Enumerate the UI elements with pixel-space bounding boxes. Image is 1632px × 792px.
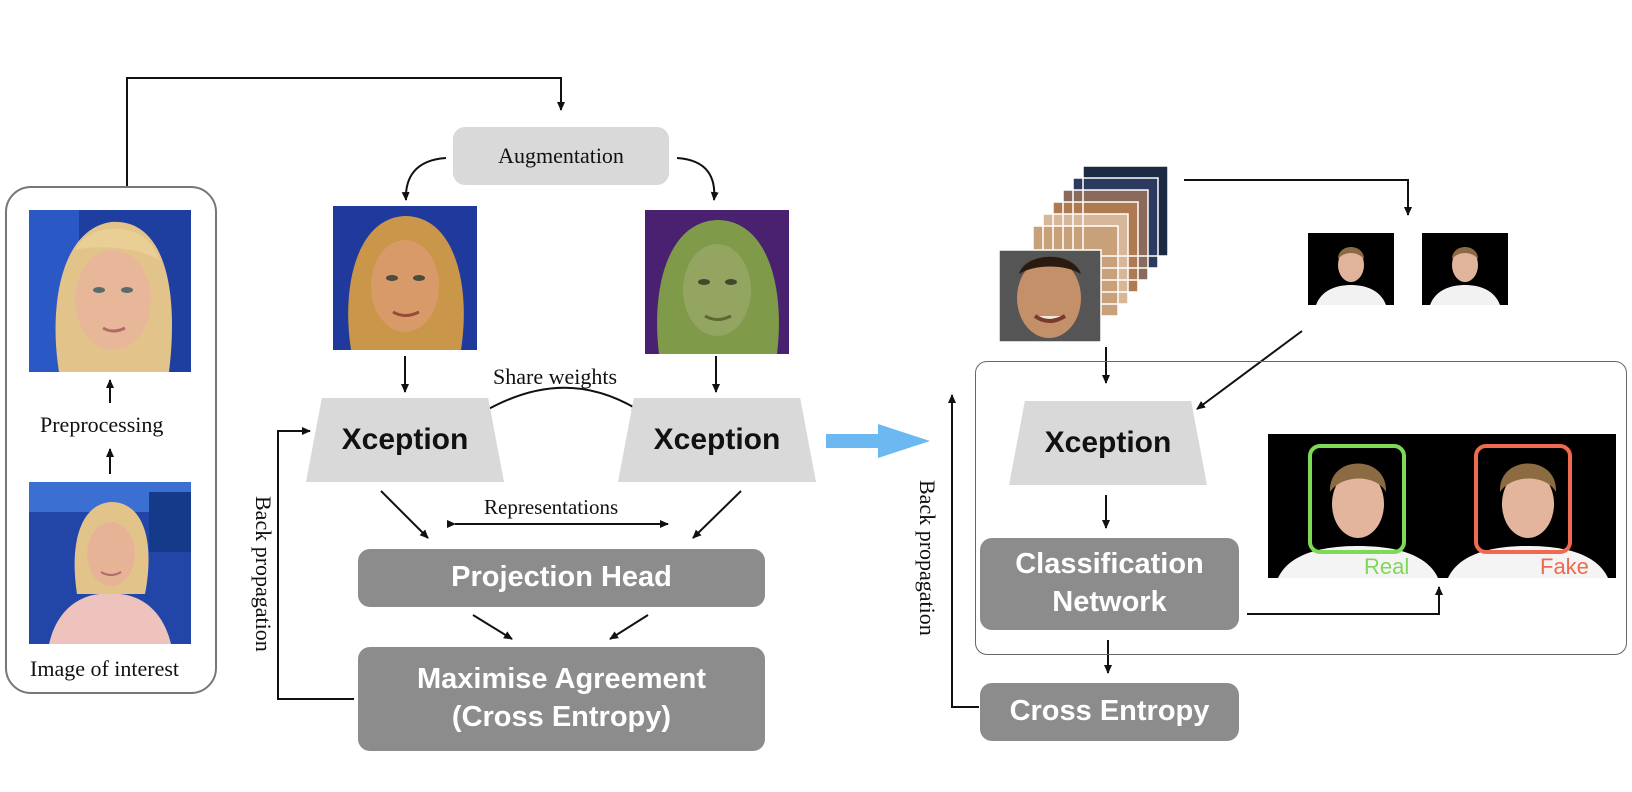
projection-head-box: Projection Head — [358, 549, 765, 607]
xception-encoder-finetune: Xception — [1009, 401, 1207, 485]
preprocessed-face-image — [29, 210, 191, 372]
classification-network-box: Classification Network — [980, 538, 1239, 630]
augmented-view-2-image — [645, 210, 789, 354]
cross-entropy-label: Cross Entropy — [1009, 695, 1210, 728]
image-of-interest-panel — [5, 186, 217, 694]
xception-encoder-left: Xception — [306, 398, 504, 482]
maximise-agreement-line1: Maximise Agreement — [416, 663, 707, 696]
back-propagation-left-label: Back propagation — [251, 496, 276, 652]
fine-tuning-panel — [975, 361, 1627, 655]
real-fake-pair-thumbnails — [1308, 233, 1508, 305]
representations-label: Representations — [484, 495, 619, 519]
original-frame-image — [29, 482, 191, 644]
xception-encoder-right-label: Xception — [653, 423, 781, 456]
augmented-view-1-image — [333, 206, 477, 350]
prediction-result-image: Real Fake — [1268, 434, 1616, 578]
xception-encoder-right: Xception — [618, 398, 816, 482]
back-propagation-right-label: Back propagation — [915, 480, 940, 636]
image-of-interest-caption: Image of interest — [30, 656, 180, 681]
augmentation-box: Augmentation — [453, 127, 669, 185]
real-label: Real — [1364, 554, 1410, 578]
maximise-agreement-box: Maximise Agreement (Cross Entropy) — [358, 647, 765, 751]
fake-label: Fake — [1540, 554, 1589, 578]
classification-network-line1: Classification — [1015, 548, 1204, 581]
preprocessing-label: Preprocessing — [40, 412, 164, 437]
cross-entropy-box: Cross Entropy — [980, 683, 1239, 741]
maximise-agreement-line2: (Cross Entropy) — [451, 701, 672, 733]
xception-encoder-left-label: Xception — [341, 423, 469, 456]
classification-network-line2: Network — [1052, 586, 1167, 618]
share-weights-label: Share weights — [493, 364, 618, 389]
xception-encoder-finetune-label: Xception — [1044, 426, 1172, 459]
projection-head-label: Projection Head — [451, 561, 672, 594]
training-faces-stack — [998, 165, 1169, 343]
